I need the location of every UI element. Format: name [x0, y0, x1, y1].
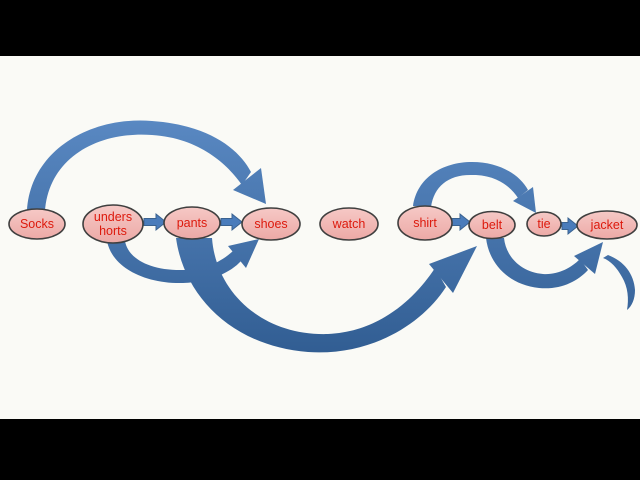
- arc-band: [486, 238, 588, 289]
- straight-arrows: [143, 212, 579, 236]
- node-belt-ellipse: [468, 210, 516, 240]
- node-shirt: shirt: [397, 205, 453, 241]
- node-socks-ellipse: [8, 208, 66, 240]
- arc-arrowhead: [228, 239, 259, 268]
- node-watch-ellipse: [319, 207, 379, 241]
- edge-tie-to-jacket-arrow: [561, 216, 579, 236]
- node-undershorts-label-line1: unders: [94, 210, 132, 224]
- node-pants: pants: [163, 206, 221, 240]
- arc-tail-ribbon: [603, 255, 635, 310]
- node-shoes: shoes: [241, 207, 301, 241]
- edge-pants-to-belt-arc: [176, 238, 477, 353]
- arc-arrowhead: [429, 246, 477, 293]
- node-tie-ellipse: [526, 211, 562, 237]
- arc-arrowhead: [574, 242, 603, 274]
- arc-arrowhead: [513, 187, 536, 213]
- arc-arrowhead: [233, 168, 266, 204]
- edge-shirt-to-tie-arc: [413, 162, 536, 213]
- node-pants-ellipse: [163, 206, 221, 240]
- node-socks-label: Socks: [20, 217, 54, 231]
- arc-band: [413, 162, 528, 207]
- node-undershorts: unders horts: [82, 204, 144, 244]
- edge-undershorts-to-pants-arrow: [143, 212, 167, 232]
- arc-band: [176, 238, 446, 353]
- node-tie: tie: [526, 211, 562, 237]
- edge-socks-to-shoes-arc: [27, 120, 266, 212]
- node-undershorts-label-line2: horts: [99, 224, 127, 238]
- node-belt: belt: [468, 210, 516, 240]
- node-belt-label: belt: [482, 218, 503, 232]
- node-shoes-ellipse: [241, 207, 301, 241]
- node-jacket: jacket: [576, 210, 638, 240]
- node-tie-label: tie: [537, 217, 550, 231]
- node-pants-label: pants: [177, 216, 208, 230]
- node-jacket-ellipse: [576, 210, 638, 240]
- node-undershorts-ellipse: [82, 204, 144, 244]
- edge-shirt-to-belt-arrow: [451, 212, 471, 232]
- node-shoes-label: shoes: [254, 217, 287, 231]
- arc-band: [27, 120, 251, 212]
- node-watch-label: watch: [332, 217, 366, 231]
- node-watch: watch: [319, 207, 379, 241]
- node-jacket-label: jacket: [590, 218, 624, 232]
- node-socks: Socks: [8, 208, 66, 240]
- edge-pants-to-shoes-arrow: [220, 212, 243, 232]
- node-shirt-ellipse: [397, 205, 453, 241]
- edge-belt-to-jacket-arc: [486, 238, 635, 310]
- node-shirt-label: shirt: [413, 216, 437, 230]
